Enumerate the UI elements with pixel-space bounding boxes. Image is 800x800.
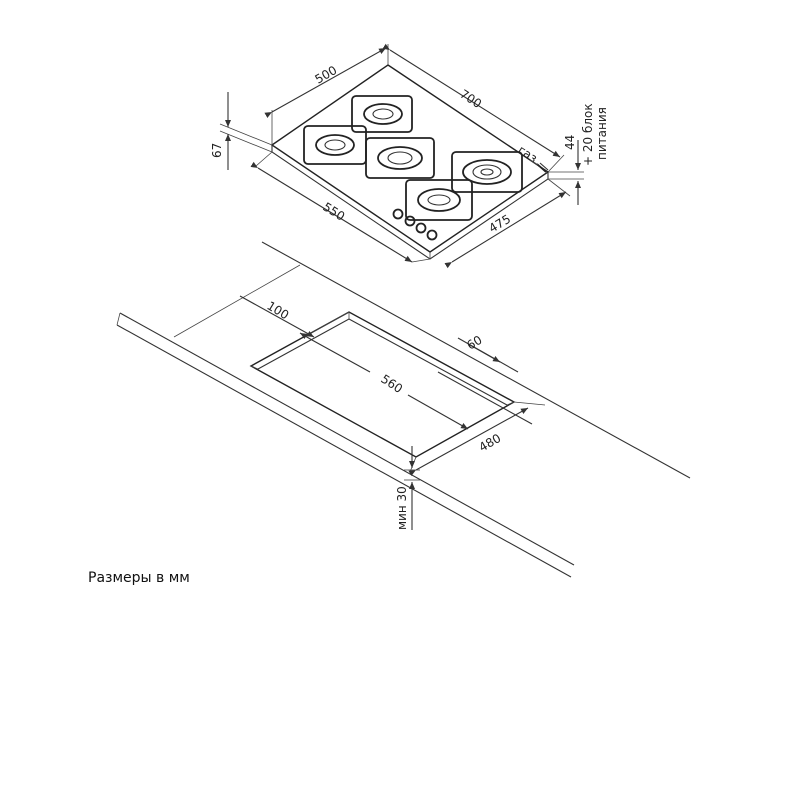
dim-67: 67	[210, 143, 224, 158]
dim-100: 100	[264, 299, 291, 323]
power-block-line1: + 20 блок	[581, 103, 595, 166]
countertop-front-edge-top	[119, 312, 575, 566]
dim-560: 560	[378, 372, 405, 396]
countertop-front-edge-bottom	[116, 324, 572, 578]
dim-44: 44	[563, 135, 577, 150]
dim-min-30: мин 30	[395, 486, 409, 530]
power-block-line2: питания	[595, 107, 609, 160]
hob-drawing	[270, 64, 550, 260]
dim-60: 60	[464, 333, 484, 353]
gas-pipe	[536, 163, 547, 173]
cutout-dimensions: 100 60 560 480 мин 30	[173, 264, 546, 530]
units-caption: Размеры в мм	[88, 570, 190, 586]
dim-500: 500	[313, 63, 340, 87]
countertop-back-edge	[261, 241, 691, 479]
dim-475: 475	[486, 212, 513, 236]
